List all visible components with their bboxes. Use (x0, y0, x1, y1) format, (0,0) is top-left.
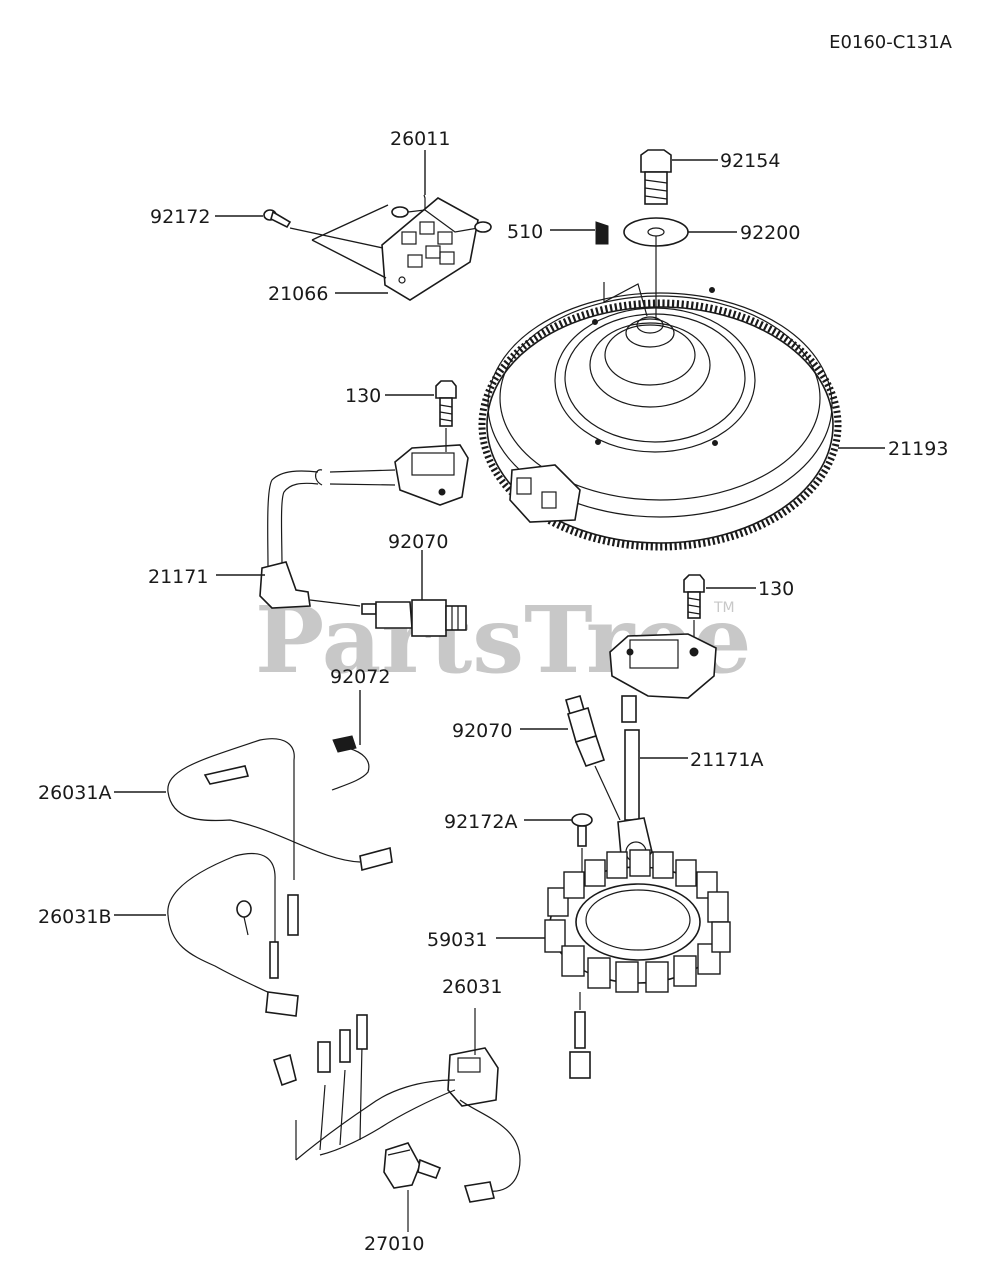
diagram-code: E0160-C131A (829, 32, 953, 53)
leader-regulator (289, 204, 389, 279)
flywheel-21193[interactable] (478, 287, 842, 551)
label-26031A[interactable]: 26031A (38, 782, 111, 804)
label-92172[interactable]: 92172 (150, 206, 210, 228)
label-92200[interactable]: 92200 (740, 222, 800, 244)
label-92072[interactable]: 92072 (330, 666, 390, 688)
label-92070-left[interactable]: 92070 (388, 531, 448, 553)
label-130-lower[interactable]: 130 (758, 578, 794, 600)
label-26011[interactable]: 26011 (390, 128, 450, 150)
ignition-coil-21171[interactable] (259, 444, 469, 609)
label-130-upper[interactable]: 130 (345, 385, 381, 407)
stator-59031[interactable] (544, 849, 731, 1079)
lead-wire-26011[interactable] (391, 194, 492, 233)
label-21193[interactable]: 21193 (888, 438, 948, 460)
label-21171[interactable]: 21171 (148, 566, 208, 588)
label-92172A[interactable]: 92172A (444, 811, 517, 833)
label-21066[interactable]: 21066 (268, 283, 328, 305)
key-510[interactable] (595, 221, 648, 317)
screw-92172[interactable] (263, 209, 292, 229)
spark-plug-92070-left[interactable] (361, 599, 467, 637)
label-27010[interactable]: 27010 (364, 1233, 424, 1255)
label-59031[interactable]: 59031 (427, 929, 487, 951)
label-92070-right[interactable]: 92070 (452, 720, 512, 742)
harness-26031A[interactable] (167, 738, 393, 936)
harness-26031[interactable] (272, 1008, 521, 1203)
oil-switch-27010[interactable] (383, 1142, 442, 1232)
clamp-92072[interactable] (331, 735, 370, 791)
spark-plug-92070-right[interactable] (565, 695, 621, 821)
bolt-130-lower[interactable] (683, 574, 705, 648)
label-26031[interactable]: 26031 (442, 976, 502, 998)
label-92154[interactable]: 92154 (720, 150, 780, 172)
watermark-tm: TM (713, 600, 735, 616)
label-510[interactable]: 510 (507, 221, 543, 243)
harness-26031B[interactable] (167, 852, 299, 1017)
bolt-92154[interactable] (640, 149, 672, 205)
label-21171A[interactable]: 21171A (690, 749, 763, 771)
label-26031B[interactable]: 26031B (38, 906, 111, 928)
bolt-130-upper[interactable] (435, 380, 457, 452)
regulator-21066[interactable] (381, 197, 479, 301)
